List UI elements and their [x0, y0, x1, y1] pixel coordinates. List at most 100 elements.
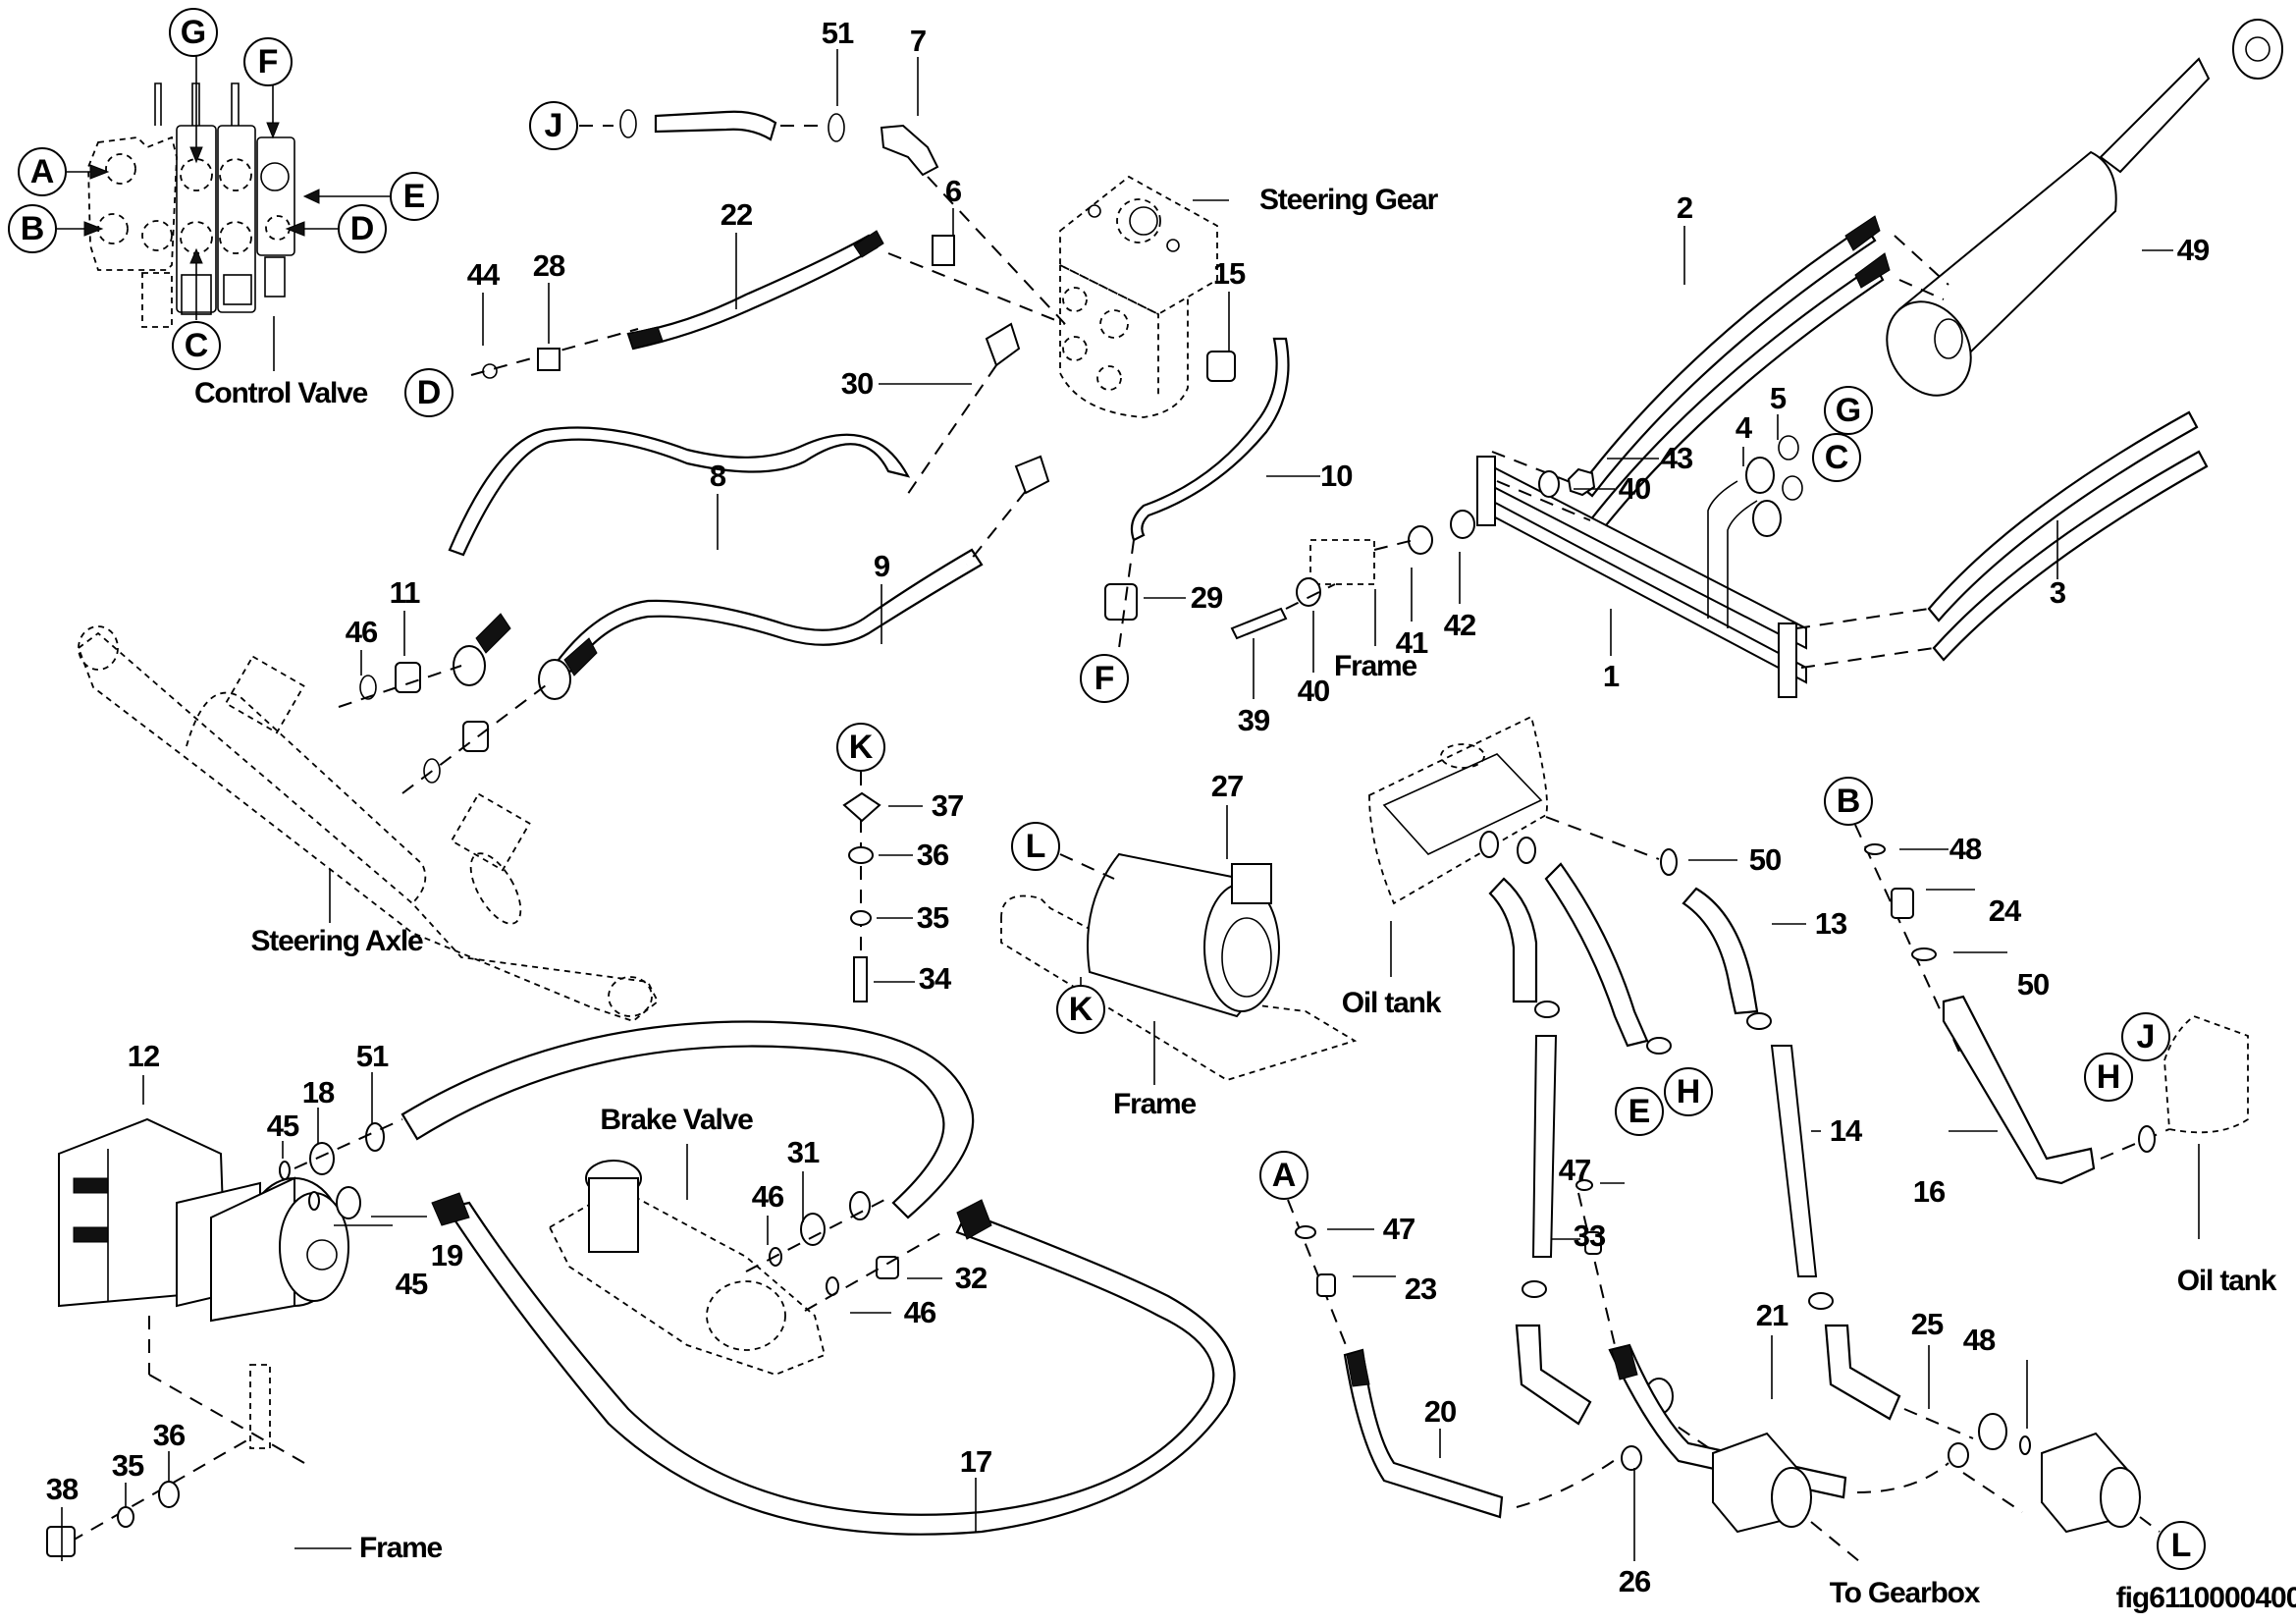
part-number: 21 — [1755, 1298, 1789, 1332]
part-number: 42 — [1443, 608, 1476, 642]
part-number: 8 — [709, 459, 726, 493]
ref-circle-f: F — [1080, 654, 1129, 703]
ref-circle-k: K — [1056, 985, 1105, 1034]
ref-circle-c: C — [172, 321, 221, 370]
hose-22-drawing — [470, 208, 1066, 379]
ref-circle-d: D — [338, 204, 387, 253]
part-number: 35 — [916, 900, 949, 935]
ref-circle-e: E — [390, 172, 439, 221]
part-number: 34 — [918, 961, 951, 996]
part-number: 25 — [1910, 1307, 1944, 1341]
ref-circle-h: H — [1664, 1067, 1713, 1116]
ref-circle-b: B — [1824, 777, 1873, 826]
part-number: 13 — [1814, 906, 1847, 941]
label-frame: Frame — [1112, 1088, 1197, 1120]
part-number: 44 — [466, 257, 500, 292]
part-number: 35 — [111, 1448, 144, 1483]
part-number: 51 — [821, 16, 854, 50]
part-number: 14 — [1829, 1113, 1862, 1148]
return-hose-top-drawing — [579, 49, 1066, 325]
pump-motor-drawing — [1000, 805, 1358, 1085]
part-number: 17 — [959, 1444, 992, 1479]
part-number: 11 — [389, 575, 421, 610]
part-number: 30 — [840, 366, 874, 401]
part-number: 48 — [1962, 1323, 1996, 1357]
part-number: 27 — [1210, 769, 1244, 803]
label-frame: Frame — [359, 1532, 443, 1564]
ref-circle-g: G — [169, 8, 218, 57]
hydraulic-pump-unit-drawing — [46, 1020, 1236, 1561]
part-number: 19 — [430, 1238, 463, 1272]
part-number: 3 — [2049, 575, 2066, 610]
part-number: 31 — [786, 1135, 820, 1169]
part-number: 36 — [916, 838, 949, 872]
part-number: 7 — [909, 24, 927, 58]
suction-line-drawing — [1854, 824, 2249, 1239]
fastener-stack-drawing — [842, 772, 923, 1002]
ref-circle-h: H — [2084, 1053, 2133, 1102]
ref-circle-c: C — [1812, 433, 1861, 482]
part-number: 18 — [301, 1075, 335, 1110]
control-valve-drawing — [57, 54, 390, 371]
part-number: 46 — [903, 1295, 936, 1329]
steering-gear-drawing — [1059, 175, 1229, 418]
part-number: 5 — [1769, 381, 1787, 415]
part-number: 10 — [1320, 459, 1353, 493]
hoses-8-9-10-drawing — [448, 292, 1320, 700]
part-number: 47 — [1558, 1153, 1591, 1187]
pressure-lines-drawing — [1287, 1179, 2161, 1567]
ref-circle-k: K — [836, 723, 885, 772]
label-frame: Frame — [1333, 650, 1417, 682]
part-number: 43 — [1660, 441, 1693, 475]
part-number: 47 — [1382, 1212, 1415, 1246]
part-number: 46 — [345, 615, 378, 649]
part-number: 41 — [1395, 625, 1428, 660]
brake-valve-drawing — [548, 1144, 943, 1376]
label-steering-axle: Steering Axle — [250, 925, 423, 957]
part-number: 12 — [127, 1039, 160, 1073]
part-number: 39 — [1237, 703, 1270, 737]
part-number: 24 — [1988, 893, 2021, 928]
label-brake-valve: Brake Valve — [600, 1104, 753, 1136]
part-number: 46 — [751, 1179, 784, 1214]
part-number: 36 — [152, 1418, 186, 1452]
steering-axle-drawing — [77, 611, 660, 1023]
label-oil-tank: Oil tank — [1341, 987, 1442, 1019]
part-number: 29 — [1190, 580, 1223, 615]
cylinder-hoses-drawing — [1578, 215, 2209, 662]
part-number: 49 — [2176, 233, 2210, 267]
ref-circle-j: J — [2121, 1012, 2170, 1061]
part-number: 16 — [1912, 1174, 1946, 1209]
ref-circle-a: A — [1259, 1151, 1308, 1200]
part-number: 6 — [944, 174, 962, 208]
part-number: 1 — [1602, 659, 1620, 693]
ref-circle-l: L — [1011, 822, 1060, 871]
part-number: 45 — [395, 1267, 428, 1301]
part-number: 45 — [266, 1109, 299, 1143]
part-number: 20 — [1423, 1394, 1457, 1429]
part-number: 26 — [1618, 1564, 1651, 1598]
ref-circle-b: B — [8, 204, 57, 253]
label-steering-gear: Steering Gear — [1259, 184, 1438, 216]
part-number: 33 — [1573, 1218, 1606, 1253]
figure-id: fig6110000400 — [2115, 1582, 2296, 1614]
ref-circle-a: A — [18, 147, 67, 196]
part-number: 48 — [1949, 832, 1982, 866]
part-number: 28 — [532, 248, 565, 283]
part-number: 23 — [1404, 1272, 1437, 1306]
ref-circle-f: F — [243, 37, 293, 86]
part-number: 40 — [1618, 471, 1651, 506]
part-number: 4 — [1735, 410, 1752, 445]
label-oil-tank: Oil tank — [2176, 1265, 2277, 1297]
ref-circle-j: J — [529, 101, 578, 150]
ref-circle-d: D — [404, 368, 454, 417]
label-control-valve: Control Valve — [193, 377, 368, 409]
oil-tank-top-drawing — [1368, 715, 1901, 1426]
frame-bracket-1-drawing — [1230, 414, 1935, 699]
part-number: 51 — [355, 1039, 389, 1073]
part-number: 37 — [931, 788, 964, 823]
ref-circle-l: L — [2157, 1521, 2206, 1570]
part-number: 22 — [720, 197, 753, 232]
